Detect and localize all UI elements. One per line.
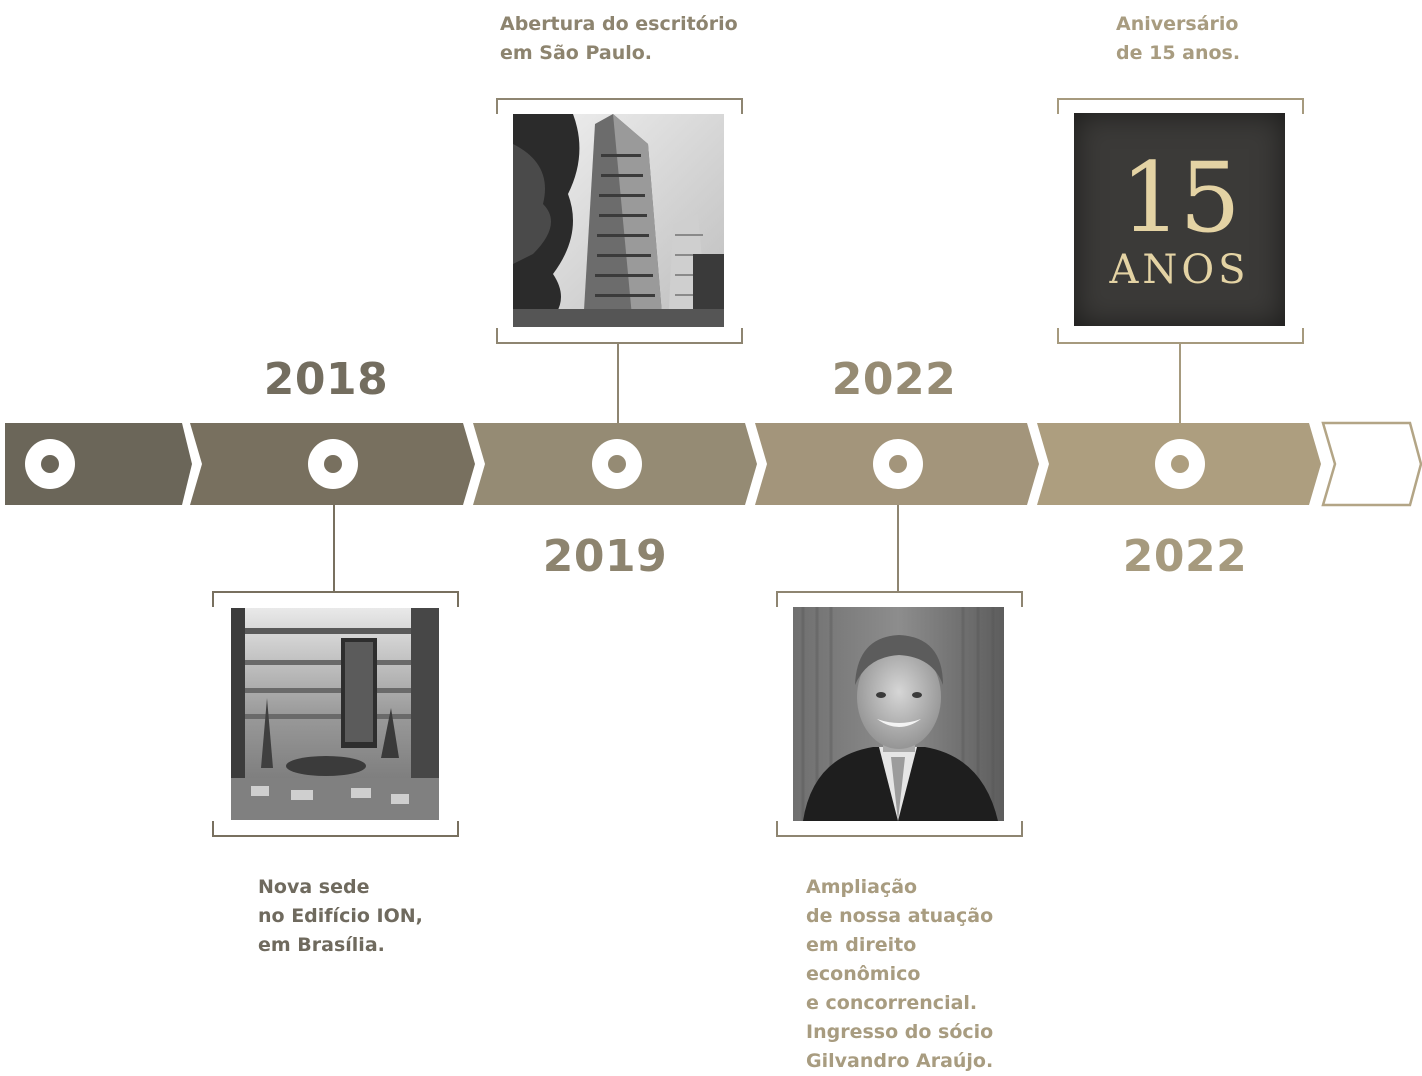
anniversary-number: 15 — [1120, 141, 1240, 254]
milestone-marker — [873, 439, 923, 489]
event-caption: Nova sede no Edifício ION, em Brasília. — [258, 876, 423, 956]
event-caption: Aniversário de 15 anos. — [1116, 13, 1241, 64]
year-label-2019: 2019 — [542, 531, 668, 582]
milestone-marker — [1155, 439, 1205, 489]
anniversary-badge: 15 ANOS — [1074, 113, 1285, 326]
year-label-2022-a: 2022 — [831, 354, 957, 405]
photo-frame-top — [776, 591, 1023, 607]
milestone-marker — [308, 439, 358, 489]
anniversary-word: ANOS — [1109, 246, 1250, 293]
event-caption: Ampliação de nossa atuação em direito ec… — [806, 876, 994, 1072]
connector-line — [617, 343, 619, 423]
timeline-segment-open — [1321, 421, 1422, 507]
badge-frame-top — [1057, 98, 1304, 114]
connector-line — [897, 505, 899, 591]
event-caption: Abertura do escritório em São Paulo. — [500, 13, 738, 64]
connector-line — [333, 505, 335, 591]
badge-frame-bottom — [1057, 328, 1304, 344]
atrium-interior-photo — [231, 608, 439, 820]
photo-frame-top — [212, 591, 459, 607]
office-tower-photo — [513, 114, 724, 327]
year-label-2022-b: 2022 — [1122, 531, 1248, 582]
photo-frame-bottom — [496, 328, 743, 344]
milestone-marker — [25, 439, 75, 489]
milestone-marker — [592, 439, 642, 489]
photo-frame-top — [496, 98, 743, 114]
photo-frame-bottom — [776, 821, 1023, 837]
year-label-2018: 2018 — [263, 354, 389, 405]
partner-portrait-photo — [793, 607, 1004, 821]
connector-line — [1179, 343, 1181, 423]
photo-frame-bottom — [212, 821, 459, 837]
